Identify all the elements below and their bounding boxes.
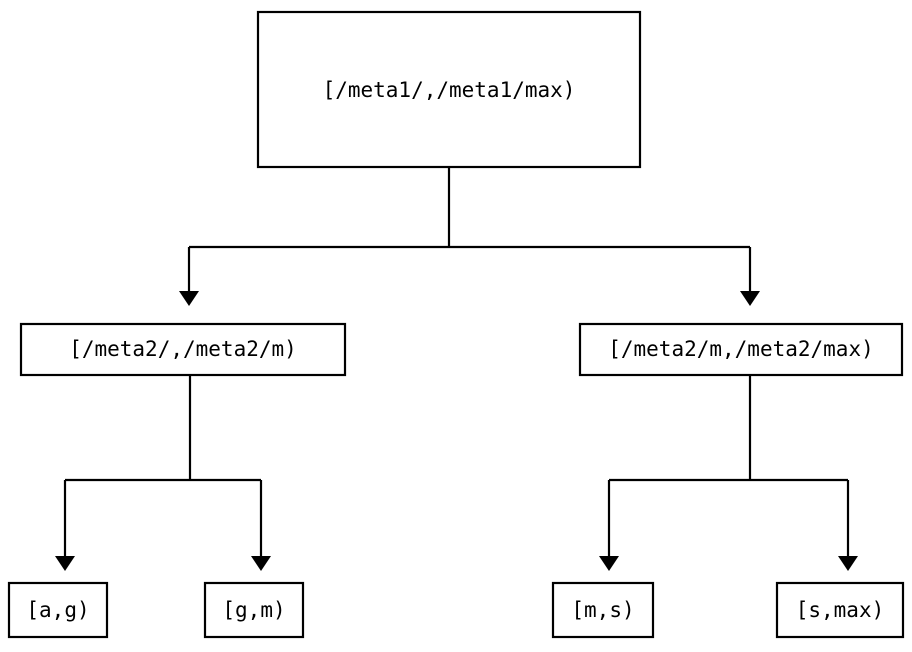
node-leaf-2[interactable]: [g,m) <box>203 581 305 639</box>
arrowhead-midright-to-leaf3 <box>599 556 619 571</box>
edge-group-midleft-to-leaves <box>55 375 271 571</box>
node-leaf-3-box <box>551 581 655 639</box>
node-root-box <box>256 10 642 169</box>
node-leaf-2-box <box>203 581 305 639</box>
arrowhead-midleft-to-leaf2 <box>251 556 271 571</box>
node-root-label: [/meta1/,/meta1/max) <box>323 78 576 102</box>
node-root[interactable]: [/meta1/,/meta1/max) <box>256 10 642 169</box>
node-mid-left-box <box>19 322 347 377</box>
arrowhead-root-to-mid-right <box>740 291 760 306</box>
node-leaf-4[interactable]: [s,max) <box>775 581 905 639</box>
node-mid-right-box <box>578 322 904 377</box>
edge-group-midright-to-leaves <box>599 375 858 571</box>
node-leaf-3-label: [m,s) <box>571 598 634 622</box>
node-mid-left-label: [/meta2/,/meta2/m) <box>69 337 297 361</box>
node-leaf-1-box <box>7 581 109 639</box>
node-leaf-1-label: [a,g) <box>26 598 89 622</box>
arrowhead-root-to-mid-left <box>179 291 199 306</box>
node-mid-right-label: [/meta2/m,/meta2/max) <box>608 337 874 361</box>
node-mid-left[interactable]: [/meta2/,/meta2/m) <box>19 322 347 377</box>
arrowhead-midright-to-leaf4 <box>838 556 858 571</box>
node-leaf-2-label: [g,m) <box>222 598 285 622</box>
node-leaf-4-label: [s,max) <box>796 598 885 622</box>
node-leaf-1[interactable]: [a,g) <box>7 581 109 639</box>
node-mid-right[interactable]: [/meta2/m,/meta2/max) <box>578 322 904 377</box>
arrowhead-midleft-to-leaf1 <box>55 556 75 571</box>
node-leaf-3[interactable]: [m,s) <box>551 581 655 639</box>
edge-group-root-to-mid <box>179 167 760 306</box>
node-leaf-4-box <box>775 581 905 639</box>
